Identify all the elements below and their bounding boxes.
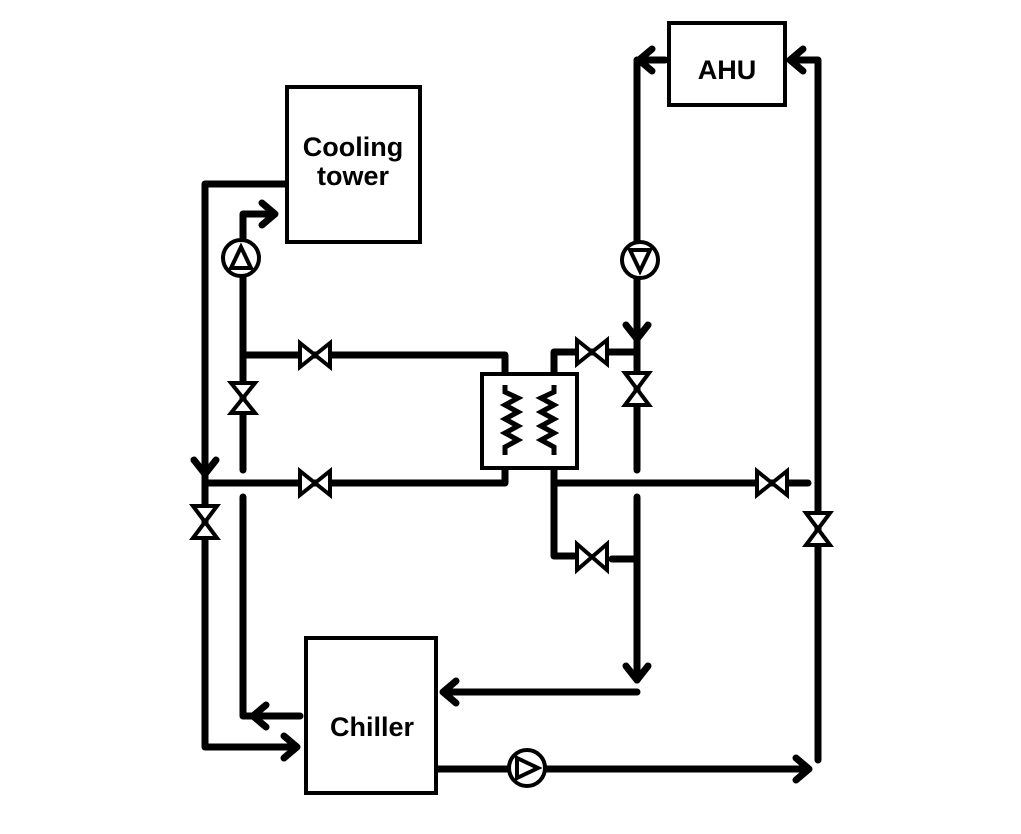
pump-ahu-loop[interactable] [620, 240, 660, 280]
arrow-ahu-loop-down [622, 321, 652, 343]
pump-cooling-tower[interactable] [221, 238, 261, 278]
pipe-hx-upper-left [239, 351, 509, 389]
arrow-supply-right [792, 754, 813, 784]
cooling-tower-label-line1: Cooling [303, 132, 403, 162]
valve-hx-bypass[interactable] [575, 539, 609, 575]
flow-arrows [190, 45, 813, 784]
hx-coil-right [535, 385, 560, 455]
arrow-chiller-inlet [280, 732, 301, 762]
pipe-tower-supply [201, 180, 294, 751]
valve-left-riser[interactable] [189, 504, 221, 540]
arrow-left-down [190, 456, 220, 478]
ahu-label: AHU [698, 55, 757, 85]
pipe-hx-bypass [550, 479, 578, 560]
arrow-tower-inlet [258, 199, 279, 229]
valves [189, 335, 834, 575]
valve-right-riser[interactable] [802, 511, 834, 547]
arrow-condenser-return [249, 701, 270, 731]
chiller-label: Chiller [330, 712, 415, 742]
valve-pump-riser[interactable] [226, 381, 260, 415]
ahu-unit: AHU [667, 21, 787, 107]
valve-hx-upper-right[interactable] [575, 335, 609, 369]
pipe-hx-lower-left [201, 451, 509, 487]
valve-upper-branch[interactable] [298, 338, 332, 372]
arrow-evap-down [622, 662, 652, 684]
arrow-ahu-outlet [635, 45, 656, 75]
pumps [221, 238, 660, 788]
pipe-chiller-condenser [239, 493, 304, 720]
arrow-evap-inlet [439, 677, 460, 707]
heat-exchanger [480, 372, 579, 470]
pump-chiller-supply[interactable] [507, 748, 547, 788]
arrow-ahu-inlet [786, 45, 807, 75]
valve-ahu-riser[interactable] [621, 371, 653, 407]
hx-coil-left [499, 385, 524, 455]
cooling-tower-unit: Cooling tower [285, 85, 422, 244]
chiller-unit: Chiller [304, 636, 438, 795]
valve-lower-branch[interactable] [298, 466, 332, 500]
pipe-ahu-return [791, 56, 822, 764]
valve-right-horizontal[interactable] [755, 466, 789, 500]
cooling-tower-label-line2: tower [317, 161, 390, 191]
